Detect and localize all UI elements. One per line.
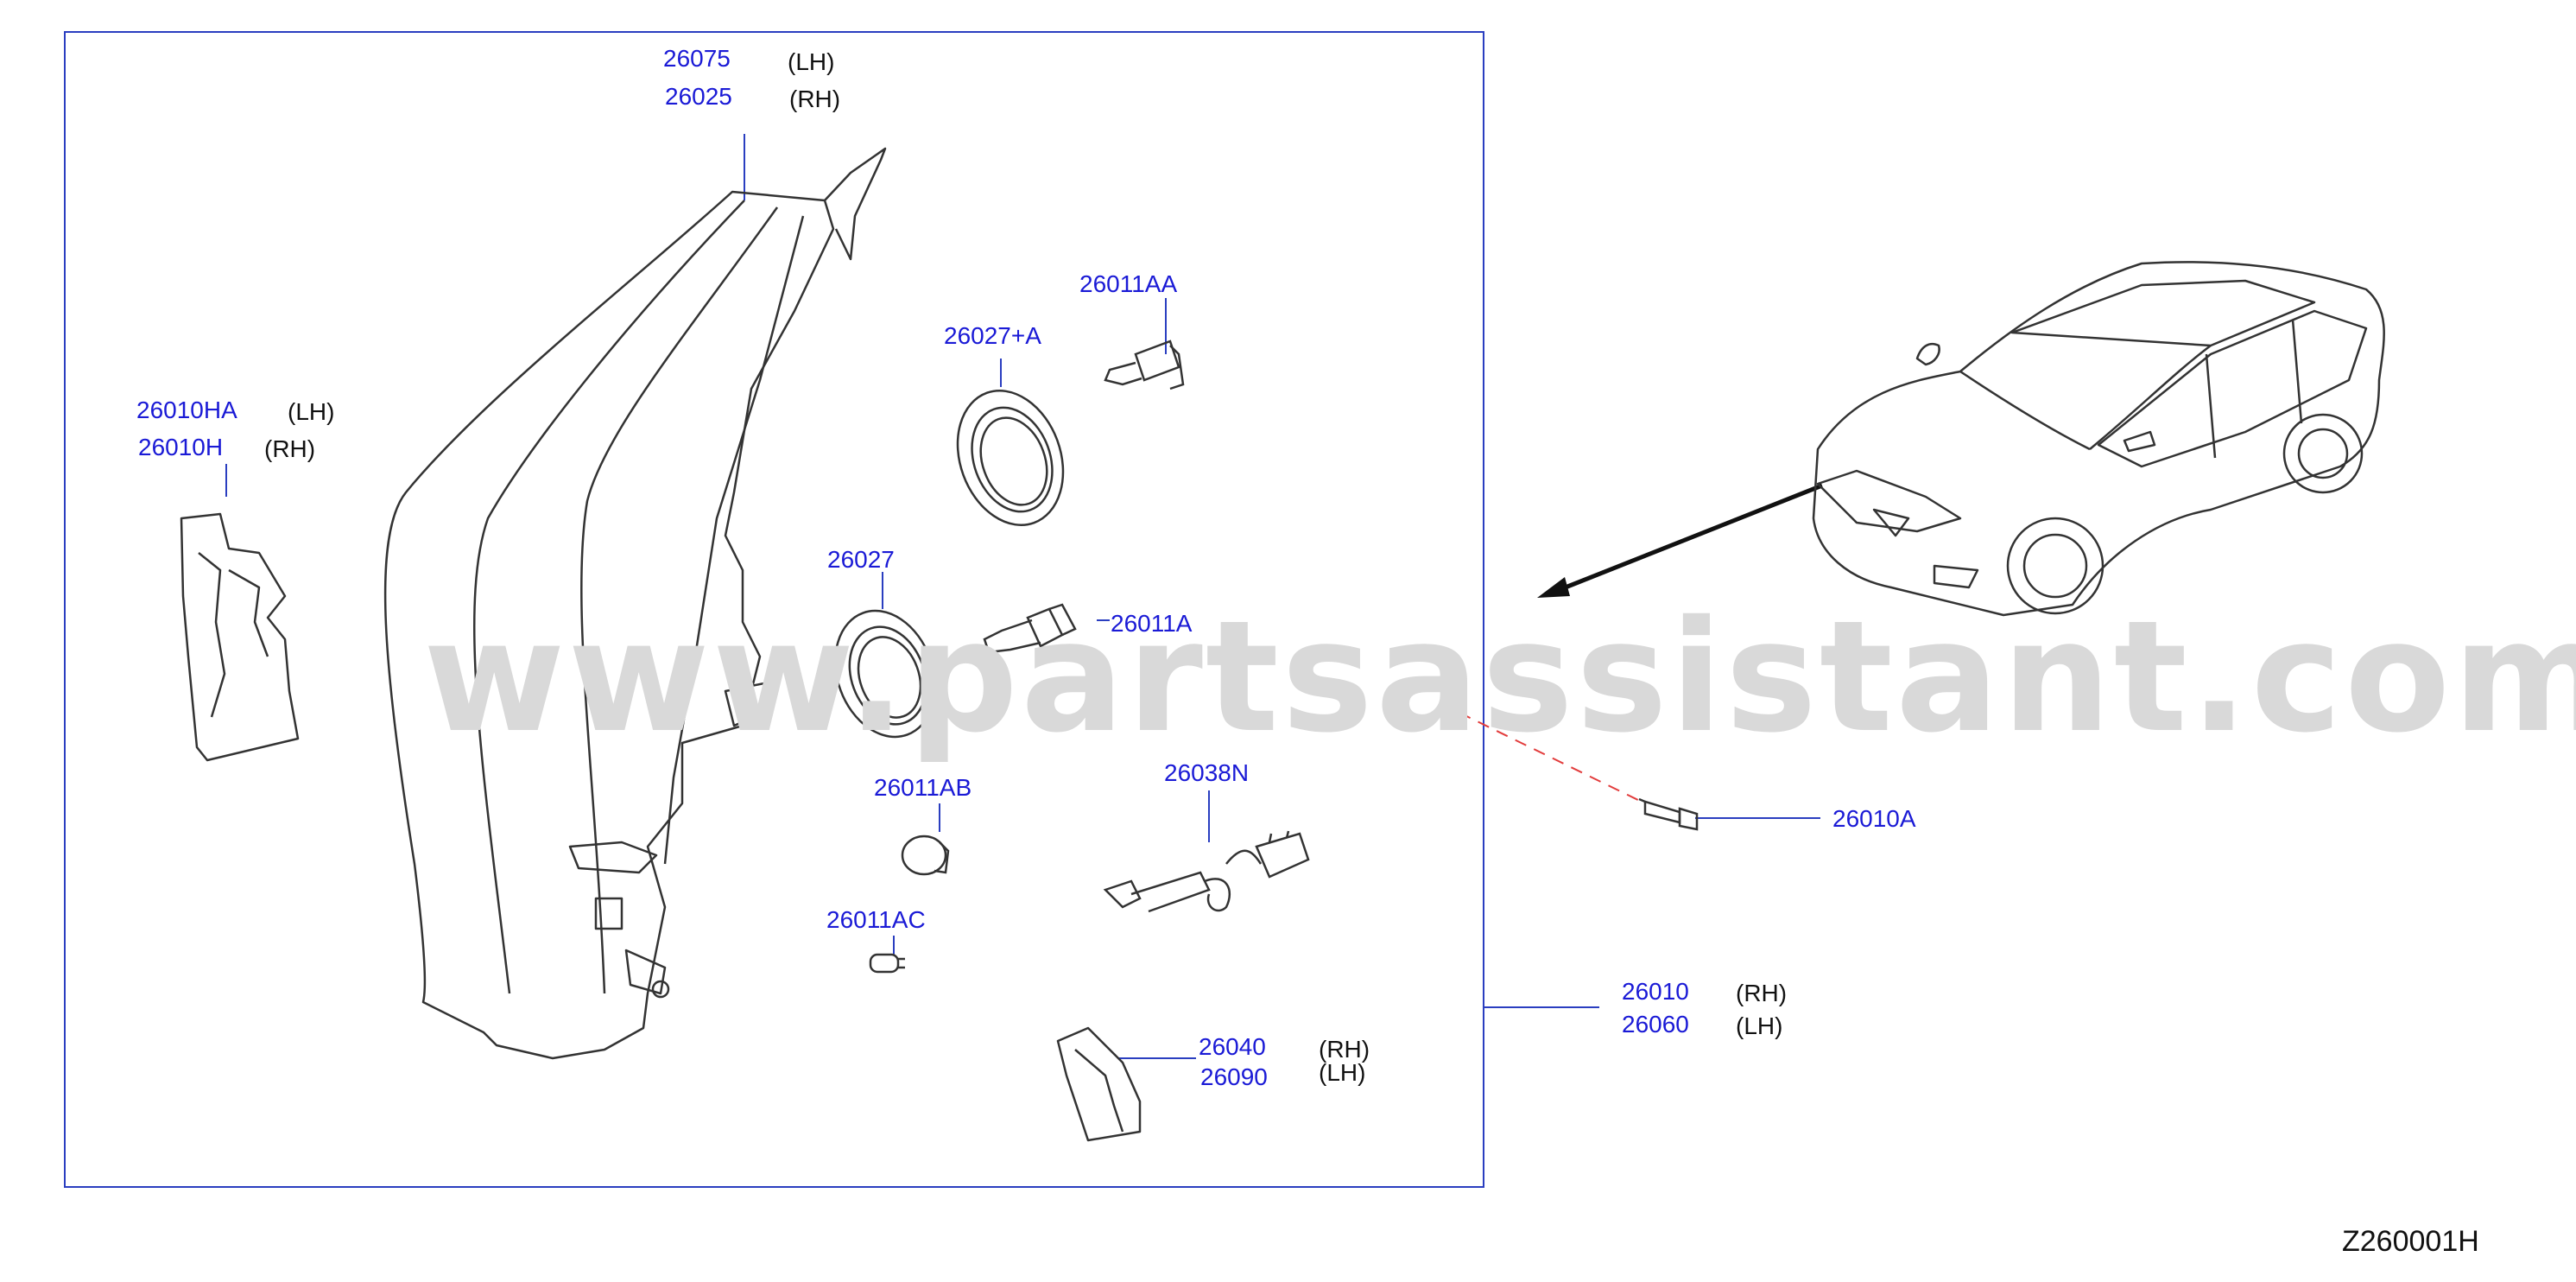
callout-26010ha-number[interactable]: 26010HA bbox=[136, 397, 237, 423]
callout-26075-number[interactable]: 26075 bbox=[663, 45, 731, 72]
callout-26090-number[interactable]: 26090 bbox=[1200, 1063, 1268, 1090]
callout-26040-side: (RH) bbox=[1319, 1036, 1370, 1063]
callout-26025-side: (RH) bbox=[789, 86, 841, 112]
callout-26010-side: (RH) bbox=[1736, 980, 1788, 1006]
dashed-locator-line bbox=[1459, 712, 1646, 804]
harness-26038n bbox=[1103, 830, 1310, 913]
callout-26090-side: (LH) bbox=[1319, 1059, 1366, 1086]
callout-26040-number[interactable]: 26040 bbox=[1199, 1033, 1266, 1060]
callout-26075-side: (LH) bbox=[788, 48, 835, 75]
vehicle-outline bbox=[1812, 261, 2385, 617]
assembly-frame bbox=[64, 31, 1484, 1188]
callout-26060-number[interactable]: 26060 bbox=[1622, 1011, 1689, 1038]
bulb-26011ab bbox=[901, 835, 950, 876]
callout-26011aa-number[interactable]: 26011AA bbox=[1079, 270, 1178, 297]
callout-26025-number[interactable]: 26025 bbox=[665, 83, 732, 110]
bulb-26011ac bbox=[869, 953, 905, 974]
callout-26038n-number[interactable]: 26038N bbox=[1164, 759, 1250, 786]
callout-26010ha-side: (LH) bbox=[288, 398, 335, 425]
bulb-26011a bbox=[983, 603, 1077, 654]
side-bracket bbox=[180, 512, 300, 762]
leader-lines bbox=[225, 134, 1820, 1059]
callout-26011a-number[interactable]: 26011A bbox=[1111, 610, 1193, 637]
headlamp-housing bbox=[383, 147, 887, 1060]
callout-26010a-number[interactable]: 26010A bbox=[1832, 805, 1916, 832]
callout-26010h-side: (RH) bbox=[264, 435, 316, 462]
bolt-26010a bbox=[1638, 797, 1699, 831]
watermark: www.partsassistant.com bbox=[423, 587, 2576, 766]
callout-26011ab-number[interactable]: 26011AB bbox=[874, 774, 972, 801]
bulb-26011aa bbox=[1104, 340, 1185, 390]
seal-26027a bbox=[956, 390, 1065, 526]
callout-26010-number[interactable]: 26010 bbox=[1622, 978, 1689, 1005]
location-arrow bbox=[1537, 483, 1823, 598]
callout-26010h-number[interactable]: 26010H bbox=[138, 434, 224, 460]
callout-26011ac-number[interactable]: 26011AC bbox=[826, 906, 926, 933]
seal-26027 bbox=[834, 609, 936, 739]
callout-26027-number[interactable]: 26027 bbox=[827, 546, 895, 573]
callout-26060-side: (LH) bbox=[1736, 1012, 1783, 1039]
diagram-code: Z260001H bbox=[2342, 1225, 2479, 1258]
callout-26027a-number[interactable]: 26027+A bbox=[944, 322, 1041, 349]
bracket-26040 bbox=[1056, 1026, 1142, 1142]
